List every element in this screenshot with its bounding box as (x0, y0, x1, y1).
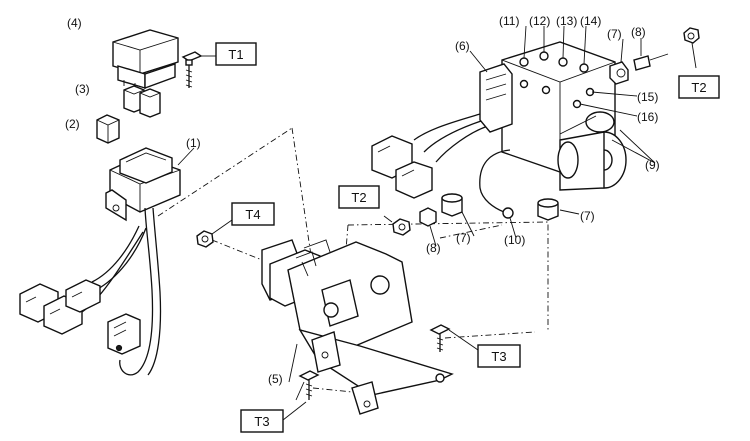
nut-t2-upper (683, 27, 700, 69)
label-part-12: (12) (529, 14, 550, 28)
harness-connectors (19, 279, 141, 355)
nut-t4 (196, 219, 233, 248)
label-part-9: (9) (645, 158, 660, 172)
bolt-t1 (181, 51, 216, 88)
torque-tag-t2-upper: T2 (691, 80, 706, 95)
mount-hardware-lower (383, 193, 463, 236)
label-part-7-right: (7) (580, 209, 595, 223)
label-part-13: (13) (556, 14, 577, 28)
label-part-4: (4) (67, 16, 82, 30)
torque-tag-t4: T4 (245, 207, 260, 222)
bracket-5 (261, 239, 454, 415)
relay-3 (123, 85, 161, 118)
relay-2 (96, 114, 120, 144)
label-part-14: (14) (580, 14, 601, 28)
label-part-6: (6) (455, 39, 470, 53)
relay-holder-1 (81, 147, 181, 376)
label-part-7-lower: (7) (456, 231, 471, 245)
grommet-7-right (537, 198, 559, 221)
torque-tag-t3-left: T3 (254, 414, 269, 429)
label-part-7-top: (7) (607, 27, 622, 41)
label-leaders (177, 25, 656, 383)
label-part-2: (2) (65, 117, 80, 131)
torque-tags: T1 T2 T2 T4 T3 T3 (215, 42, 720, 433)
bolt-t3-right (429, 324, 479, 352)
label-part-16: (16) (637, 110, 658, 124)
relay-4 (112, 29, 179, 90)
label-part-8-lower: (8) (426, 241, 441, 255)
label-part-8-top: (8) (631, 25, 646, 39)
torque-tag-t1: T1 (228, 47, 243, 62)
part-labels: (4) (3) (2) (1) (5) (6) (11) (12) (13) (… (65, 14, 660, 386)
torque-tag-t2-lower: T2 (351, 190, 366, 205)
label-part-5: (5) (268, 372, 283, 386)
label-part-11: (11) (499, 14, 519, 28)
label-part-15: (15) (637, 90, 658, 104)
hydraulic-unit-6 (371, 41, 669, 219)
bolt-t3-left (295, 370, 320, 401)
label-part-3: (3) (75, 82, 90, 96)
torque-tag-t3-right: T3 (491, 349, 506, 364)
label-part-10: (10) (504, 233, 525, 247)
label-part-1: (1) (186, 136, 201, 150)
